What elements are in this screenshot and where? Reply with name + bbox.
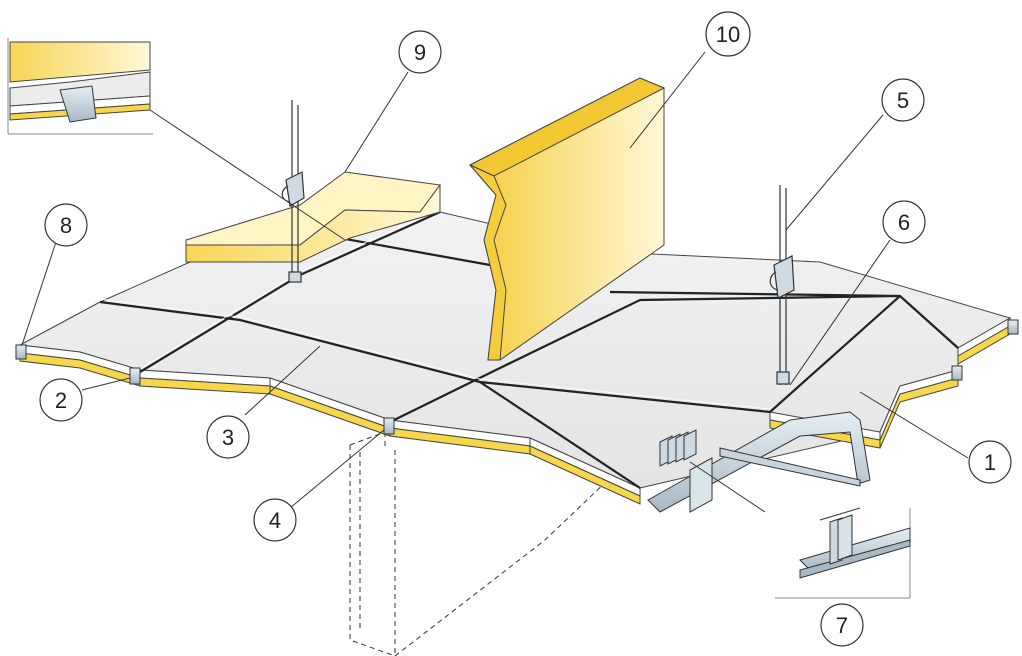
callout-3-label: 3 [222,425,234,450]
channel-clip [659,429,697,467]
callout-5: 5 [881,78,925,122]
callout-1: 1 [968,440,1012,484]
hanger-right [769,185,795,385]
callout-6: 6 [882,200,926,244]
partition-panel [468,77,666,361]
callout-5-label: 5 [897,88,909,113]
callout-9-label: 9 [414,40,426,65]
callout-10: 10 [705,11,751,57]
edge-profiles [15,319,1019,435]
callout-3: 3 [206,415,250,459]
leader-lines [21,51,969,513]
callout-9: 9 [398,30,442,74]
hanger-left [281,100,305,283]
callout-10-label: 10 [716,22,740,47]
main-channel-profile [647,411,871,513]
callout-7: 7 [820,603,864,647]
callout-4-label: 4 [269,508,281,533]
callout-2-label: 2 [55,388,67,413]
inset-detail-profile [775,507,911,599]
inset-detail-edge [7,38,153,135]
callout-4: 4 [253,498,297,542]
callout-8: 8 [44,203,88,247]
callout-2: 2 [39,378,83,422]
callout-8-label: 8 [60,213,72,238]
insulation-block [185,171,441,263]
callout-7-label: 7 [836,613,848,638]
callout-1-label: 1 [984,450,996,475]
tile-edge-insulation [19,317,1011,505]
callout-6-label: 6 [898,210,910,235]
